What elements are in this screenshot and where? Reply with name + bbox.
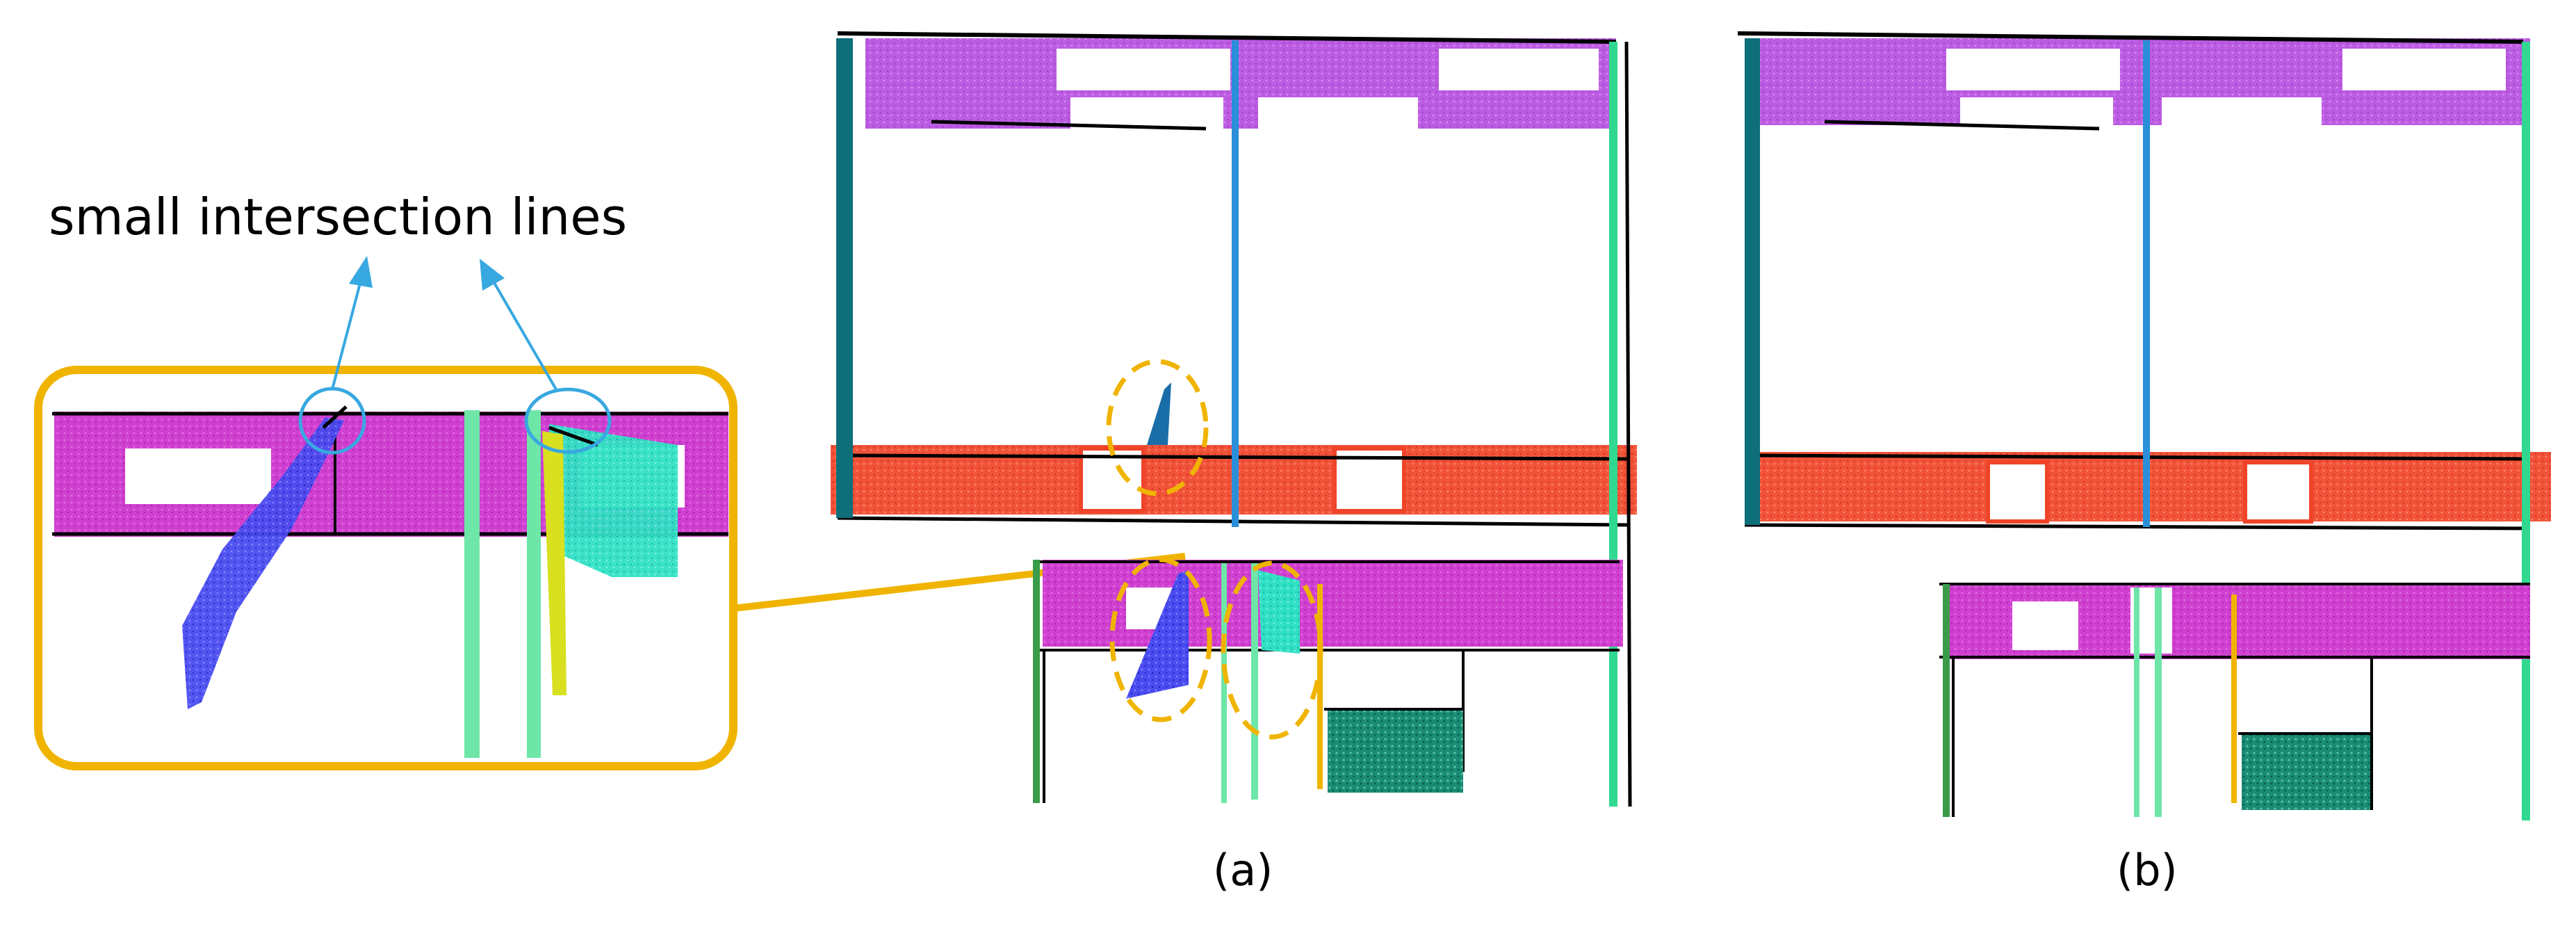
panel-a-top-inner-1 — [1070, 97, 1223, 129]
panel-b-lower-col-4 — [2231, 594, 2237, 803]
panel-b-label: (b) — [2117, 845, 2178, 896]
annotation-label: small intersection lines — [49, 188, 628, 246]
panel-b-col-right — [2522, 42, 2530, 820]
panel-a-top-line-2 — [931, 120, 1207, 131]
panel-b-top-inner-2 — [2162, 97, 2322, 125]
callout-arrow-2 — [492, 280, 557, 391]
panel-b-top-window-1 — [1946, 49, 2120, 90]
panel-a-box — [1328, 709, 1463, 793]
panel-b — [1737, 31, 2551, 820]
panel-a — [831, 31, 1637, 807]
inset-yellow-plane — [542, 431, 566, 695]
panel-a-lower-col-1 — [1033, 560, 1040, 803]
panel-b-col-left — [1745, 38, 1760, 525]
inset-window-left — [125, 448, 271, 504]
panel-b-top-window-2 — [2342, 49, 2506, 90]
panel-b-top-inner-1 — [1960, 97, 2113, 125]
panel-a-highlight-2 — [1109, 557, 1212, 722]
callout-arrowhead-1 — [349, 256, 373, 288]
panel-a-top-window-1 — [1057, 49, 1230, 90]
panel-a-upper-slant — [1147, 382, 1171, 445]
inset-callout — [34, 256, 1186, 770]
callout-circle-2 — [524, 387, 612, 454]
panel-b-red-window-1 — [1986, 460, 2049, 524]
panel-b-top-line-2 — [1824, 120, 2100, 131]
panel-a-cyan-plane — [1258, 570, 1300, 654]
panel-b-red-line-bottom — [1744, 523, 2531, 531]
panel-b-lower-col-2 — [2134, 588, 2139, 817]
panel-a-top-inner-2 — [1258, 97, 1418, 129]
panel-b-lower-window-1 — [2012, 601, 2078, 650]
panel-a-top-window-2 — [1439, 49, 1599, 90]
panel-a-highlight-1 — [1106, 359, 1209, 496]
panel-b-col-mid — [2143, 40, 2150, 527]
inset-cyan-plane — [549, 424, 678, 577]
panel-b-red-line-top — [1744, 453, 2531, 461]
inset-blue-plane — [182, 417, 344, 709]
panel-a-highlight-3 — [1221, 560, 1323, 740]
inset-intersection-line-1 — [322, 405, 348, 429]
panel-a-top-line — [837, 31, 1617, 44]
panel-b-lower-col-3 — [2155, 588, 2162, 817]
panel-a-col-mid — [1232, 40, 1239, 527]
callout-arrowhead-2 — [480, 259, 505, 291]
panel-b-top-line — [1737, 31, 2524, 44]
panel-a-blue-plane — [1126, 570, 1189, 699]
panel-a-col-right — [1609, 42, 1617, 807]
panel-a-col-left — [836, 38, 853, 518]
panel-a-col-right-line — [1624, 41, 1632, 807]
inset-green-strip-1 — [464, 410, 480, 758]
callout-arrow-1 — [331, 277, 363, 390]
panel-a-lower-col-3 — [1251, 563, 1258, 800]
inset-green-strip-2 — [527, 410, 541, 758]
panel-b-box — [2242, 734, 2370, 810]
inset-intersection-line-2 — [548, 426, 598, 447]
panel-b-red-window-2 — [2243, 460, 2313, 524]
panel-b-lower-col-1 — [1943, 584, 1950, 817]
panel-a-lower-col-2 — [1221, 563, 1227, 803]
panel-a-lower-col-4 — [1317, 584, 1323, 789]
panel-a-label: (a) — [1213, 845, 1273, 896]
